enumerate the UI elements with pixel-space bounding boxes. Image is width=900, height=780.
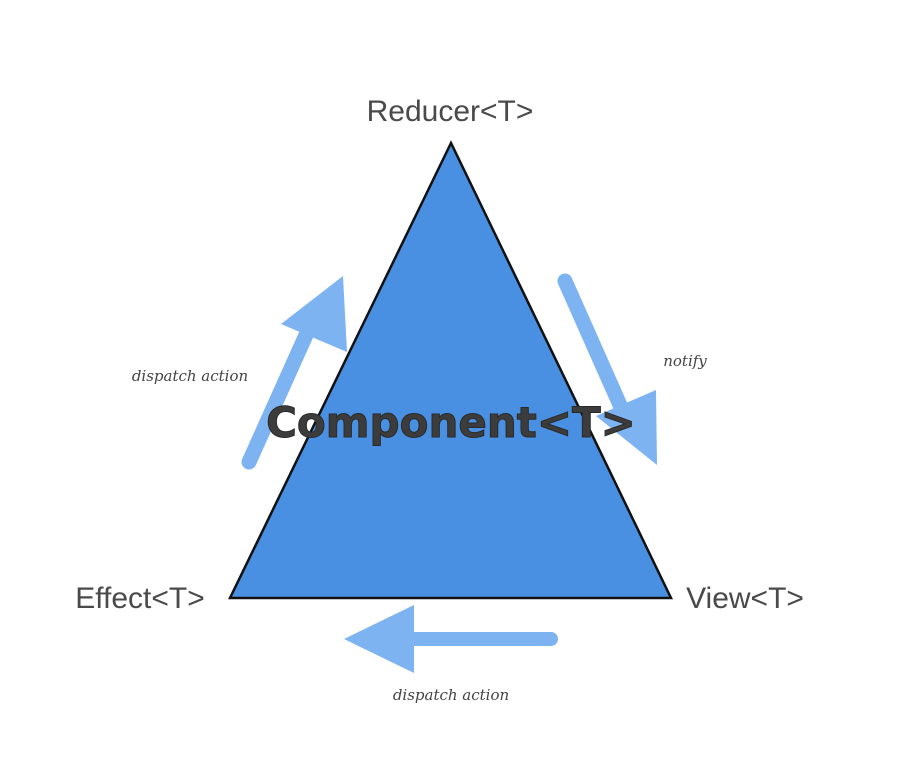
component-triangle <box>228 140 673 600</box>
reducer-label: Reducer<T> <box>367 95 534 128</box>
dispatch-action-arrow-left <box>241 276 347 470</box>
effect-label: Effect<T> <box>75 582 205 615</box>
dispatch-action-arrow-bottom <box>344 605 558 673</box>
notify-arrow <box>557 273 657 465</box>
component-label: Component<T> <box>266 398 636 447</box>
dispatch-action-label-left: dispatch action <box>132 367 248 385</box>
dispatch-action-label-bottom: dispatch action <box>393 686 509 704</box>
notify-label: notify <box>663 352 707 370</box>
view-label: View<T> <box>686 582 804 615</box>
